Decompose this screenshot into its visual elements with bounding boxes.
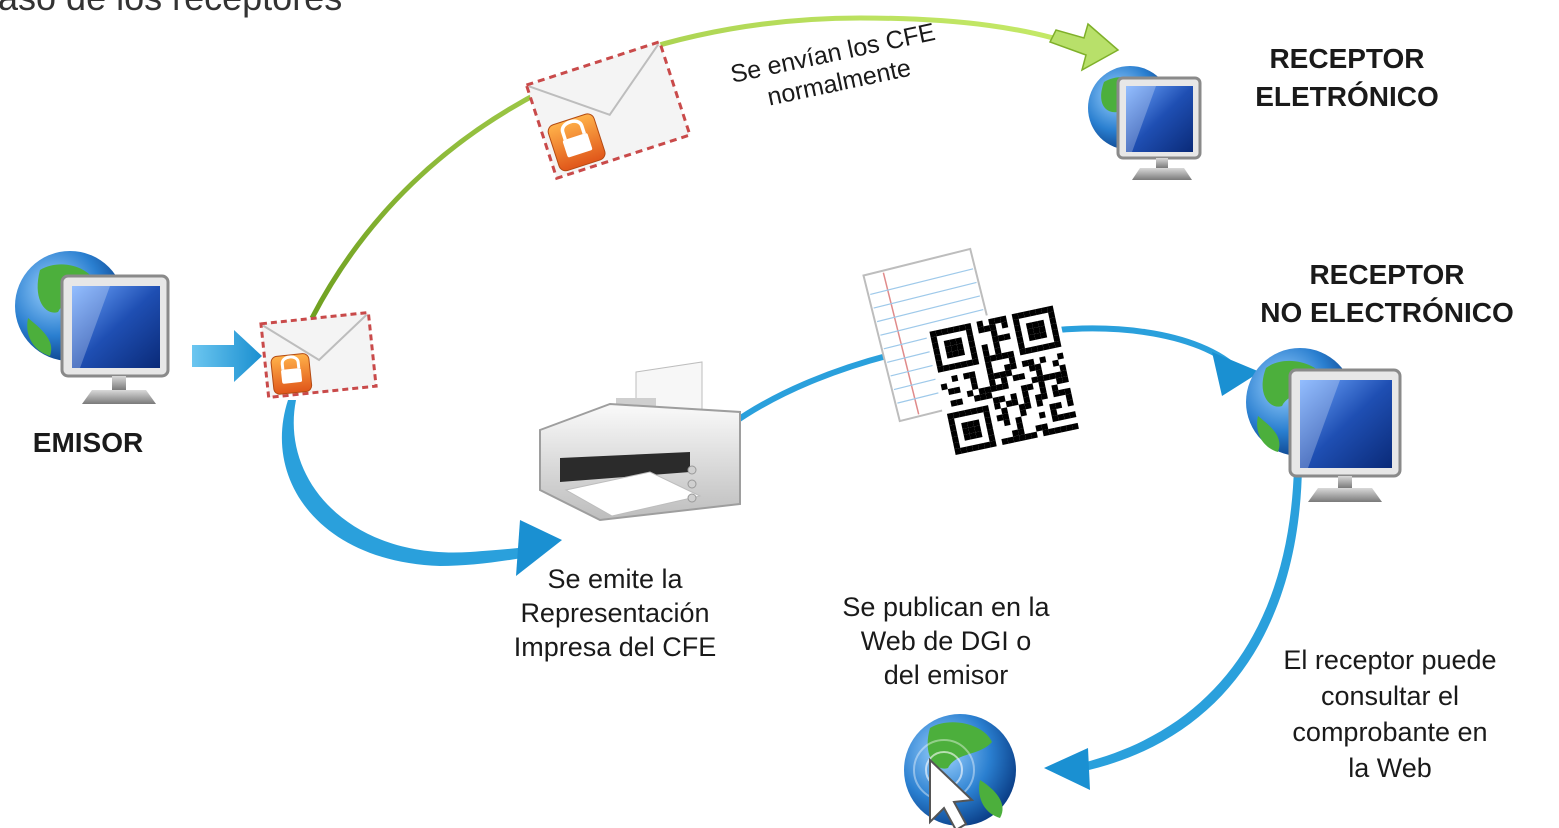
envelope-lock-icon-envio — [524, 39, 692, 181]
receptor-electronico-computer-icon — [1088, 66, 1202, 180]
caption-publican: Se publican en la Web de DGI o del emiso… — [842, 592, 1050, 690]
receptor-no-electronico-computer-icon — [1246, 348, 1402, 502]
emisor-label: EMISOR — [32, 427, 144, 458]
arrow-envio-electronico — [309, 15, 1086, 320]
arrow-receptor-web-head — [1044, 748, 1090, 790]
emisor-computer-icon — [15, 251, 170, 404]
arrow-envelope-printer-head — [516, 520, 562, 576]
web-globe-cursor-icon — [904, 714, 1016, 828]
arrow-emisor-envelope — [192, 330, 262, 382]
arrow-printer-document — [730, 352, 891, 427]
page-heading: aso de los receptores — [0, 0, 342, 18]
envelope-lock-icon-emisor — [259, 310, 378, 400]
printer-icon — [539, 361, 741, 522]
arrow-envio-electronico-head — [1048, 22, 1120, 72]
caption-consulta: El receptor puede consultar el comproban… — [1283, 645, 1497, 783]
receptor-electronico-label: RECEPTOR ELETRÓNICO — [1255, 43, 1439, 112]
caption-impresa: Se emite la Representación Impresa del C… — [513, 564, 717, 662]
arrow-envelope-printer — [281, 400, 535, 566]
receptor-no-electronico-label: RECEPTOR NO ELECTRÓNICO — [1260, 259, 1514, 328]
arrow-document-receptor-head — [1212, 352, 1260, 396]
qr-code-icon — [924, 300, 1084, 460]
